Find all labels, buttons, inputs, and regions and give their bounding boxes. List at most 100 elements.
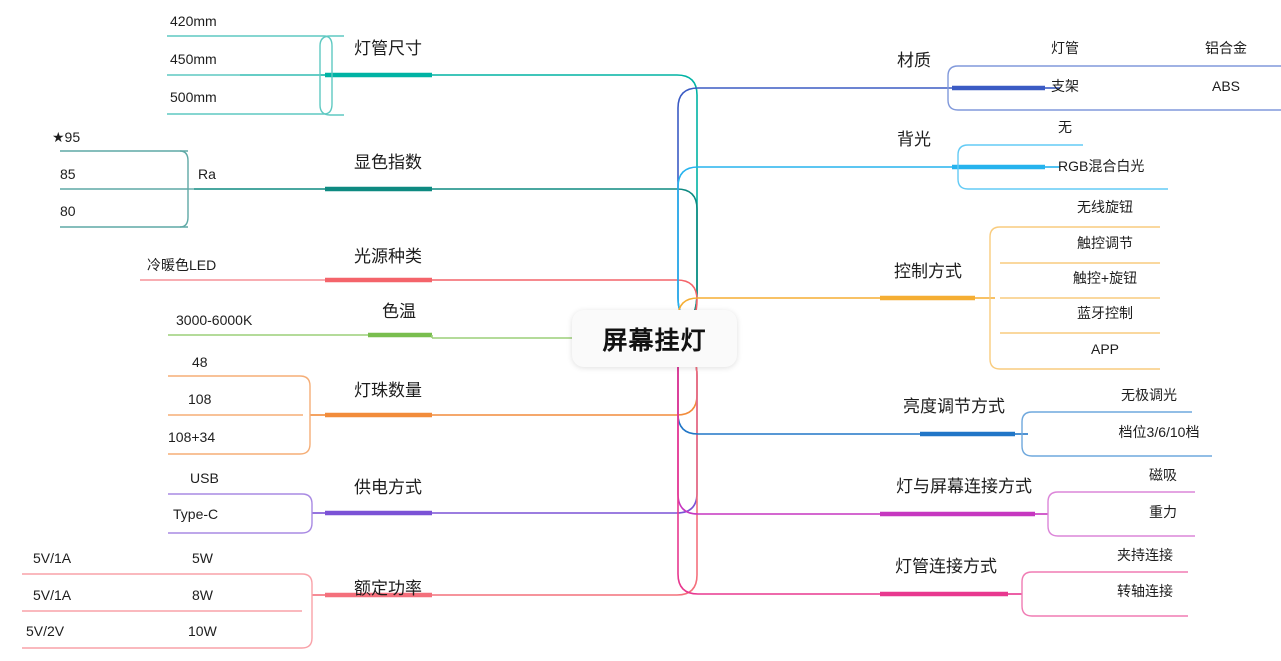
topic-bead-count-label: 灯珠数量	[354, 381, 422, 400]
topic-tube-conn-label: 灯管连接方式	[895, 557, 997, 576]
topic-material[interactable]: 材质	[884, 52, 944, 69]
topic-backlight-label: 背光	[897, 130, 931, 149]
leaf-cri-95[interactable]: ★95	[52, 130, 80, 144]
subtopic-label: APP	[1090, 341, 1119, 357]
subtopic-control-wireless-knob[interactable]: 无线旋钮	[1060, 200, 1150, 214]
subtopic-power-5w[interactable]: 5W	[192, 551, 213, 565]
leaf-label: 5V/1A	[33, 587, 72, 603]
subtopic-label: 重力	[1149, 504, 1177, 520]
topic-light-source-label: 光源种类	[354, 247, 422, 266]
topic-bead-count[interactable]: 灯珠数量	[333, 382, 443, 399]
subtopic-tube-conn-clamp[interactable]: 夹持连接	[1100, 548, 1190, 562]
subtopic-tube-conn-hinge[interactable]: 转轴连接	[1100, 584, 1190, 598]
branch-line-material	[677, 65, 1281, 339]
subtopic-label: 夹持连接	[1117, 547, 1173, 563]
leaf-cri-85[interactable]: 85	[60, 167, 76, 181]
subtopic-brightness-levels[interactable]: 档位3/6/10档	[1104, 425, 1214, 439]
topic-tube-size[interactable]: 灯管尺寸	[333, 40, 443, 57]
subtopic-tube-size-500[interactable]: 500mm	[170, 90, 217, 104]
leaf-power-5w-input[interactable]: 5V/1A	[33, 551, 71, 565]
subtopic-bead-108[interactable]: 108	[188, 392, 211, 406]
subtopic-power-8w[interactable]: 8W	[192, 588, 213, 602]
subtopic-label: 450mm	[170, 51, 217, 67]
subtopic-label: 48	[192, 354, 208, 370]
root-node[interactable]: 屏幕挂灯	[572, 310, 737, 367]
subtopic-brightness-stepless[interactable]: 无极调光	[1104, 388, 1194, 402]
subtopic-tube-size-420[interactable]: 420mm	[170, 14, 217, 28]
subtopic-control-bluetooth[interactable]: 蓝牙控制	[1060, 306, 1150, 320]
topic-cri-label: 显色指数	[354, 153, 422, 172]
subtopic-control-app[interactable]: APP	[1060, 342, 1150, 356]
subtopic-label: USB	[190, 470, 219, 486]
subtopic-label: 420mm	[170, 13, 217, 29]
leaf-label: ★95	[52, 129, 81, 145]
topic-color-temp-label: 色温	[382, 302, 416, 321]
subtopic-label: 灯管	[1051, 40, 1079, 56]
topic-control[interactable]: 控制方式	[880, 263, 976, 280]
subtopic-label: Type-C	[173, 506, 219, 522]
subtopic-color-temp-value[interactable]: 3000-6000K	[176, 313, 252, 327]
subtopic-label: 无线旋钮	[1077, 199, 1133, 215]
subtopic-tube-size-450[interactable]: 450mm	[170, 52, 217, 66]
subtopic-material-tube[interactable]: 灯管	[1035, 41, 1095, 55]
subtopic-label: 无	[1058, 119, 1072, 135]
leaf-label: 铝合金	[1205, 40, 1247, 56]
subtopic-control-touch-knob[interactable]: 触控+旋钮	[1060, 271, 1150, 285]
subtopic-label: 档位3/6/10档	[1118, 424, 1200, 440]
topic-brightness-label: 亮度调节方式	[903, 397, 1005, 416]
topic-power-supply[interactable]: 供电方式	[333, 479, 443, 496]
subtopic-label: 108+34	[168, 429, 216, 445]
leaf-power-10w-input[interactable]: 5V/2V	[26, 624, 64, 638]
subtopic-label: 8W	[192, 587, 213, 603]
subtopic-backlight-rgb[interactable]: RGB混合白光	[1058, 159, 1144, 173]
leaf-label: 5V/2V	[26, 623, 65, 639]
topic-cri[interactable]: 显色指数	[333, 154, 443, 171]
topic-tube-conn[interactable]: 灯管连接方式	[884, 558, 1008, 575]
leaf-power-8w-input[interactable]: 5V/1A	[33, 588, 71, 602]
leaf-cri-80[interactable]: 80	[60, 204, 76, 218]
topic-lamp-screen-conn[interactable]: 灯与屏幕连接方式	[884, 478, 1044, 495]
subtopic-power-10w[interactable]: 10W	[188, 624, 217, 638]
subtopic-cri-ra[interactable]: Ra	[198, 167, 216, 181]
subtopic-label: 10W	[188, 623, 217, 639]
subtopic-power-usb[interactable]: USB	[190, 471, 219, 485]
topic-color-temp[interactable]: 色温	[373, 303, 425, 320]
leaf-label: ABS	[1211, 78, 1240, 94]
topic-control-label: 控制方式	[894, 262, 962, 281]
topic-power-supply-label: 供电方式	[354, 478, 422, 497]
subtopic-label: 转轴连接	[1117, 583, 1173, 599]
subtopic-label: 500mm	[170, 89, 217, 105]
topic-rated-power[interactable]: 额定功率	[333, 580, 443, 597]
subtopic-label: 冷暖色LED	[147, 257, 217, 273]
topic-light-source[interactable]: 光源种类	[333, 248, 443, 265]
subtopic-label: 触控+旋钮	[1072, 270, 1138, 286]
leaf-label: 80	[60, 203, 76, 219]
subtopic-power-typec[interactable]: Type-C	[173, 507, 218, 521]
subtopic-material-bracket[interactable]: 支架	[1035, 79, 1095, 93]
subtopic-lamp-screen-gravity[interactable]: 重力	[1128, 505, 1198, 519]
subtopic-label: 蓝牙控制	[1077, 305, 1133, 321]
topic-tube-size-label: 灯管尺寸	[354, 39, 422, 58]
topic-brightness[interactable]: 亮度调节方式	[884, 398, 1024, 415]
subtopic-label: 无极调光	[1121, 387, 1177, 403]
topic-backlight[interactable]: 背光	[884, 131, 944, 148]
leaf-material-abs[interactable]: ABS	[1186, 79, 1266, 93]
subtopic-backlight-none[interactable]: 无	[1058, 120, 1072, 134]
branch-line-color-temp	[168, 332, 572, 339]
subtopic-label: 5W	[192, 550, 213, 566]
leaf-material-aluminum[interactable]: 铝合金	[1186, 41, 1266, 55]
subtopic-label: 支架	[1051, 78, 1079, 94]
topic-rated-power-label: 额定功率	[354, 579, 422, 598]
subtopic-bead-48[interactable]: 48	[192, 355, 208, 369]
subtopic-light-source-led[interactable]: 冷暖色LED	[147, 258, 216, 272]
subtopic-control-touch[interactable]: 触控调节	[1060, 236, 1150, 250]
leaf-label: 5V/1A	[33, 550, 72, 566]
subtopic-lamp-screen-magnetic[interactable]: 磁吸	[1128, 468, 1198, 482]
subtopic-label: 触控调节	[1077, 235, 1133, 251]
subtopic-bead-108-34[interactable]: 108+34	[168, 430, 215, 444]
topic-material-label: 材质	[897, 51, 931, 70]
branch-line-tube-size	[167, 35, 698, 339]
topic-lamp-screen-conn-label: 灯与屏幕连接方式	[896, 477, 1032, 496]
subtopic-label: 磁吸	[1149, 467, 1177, 483]
